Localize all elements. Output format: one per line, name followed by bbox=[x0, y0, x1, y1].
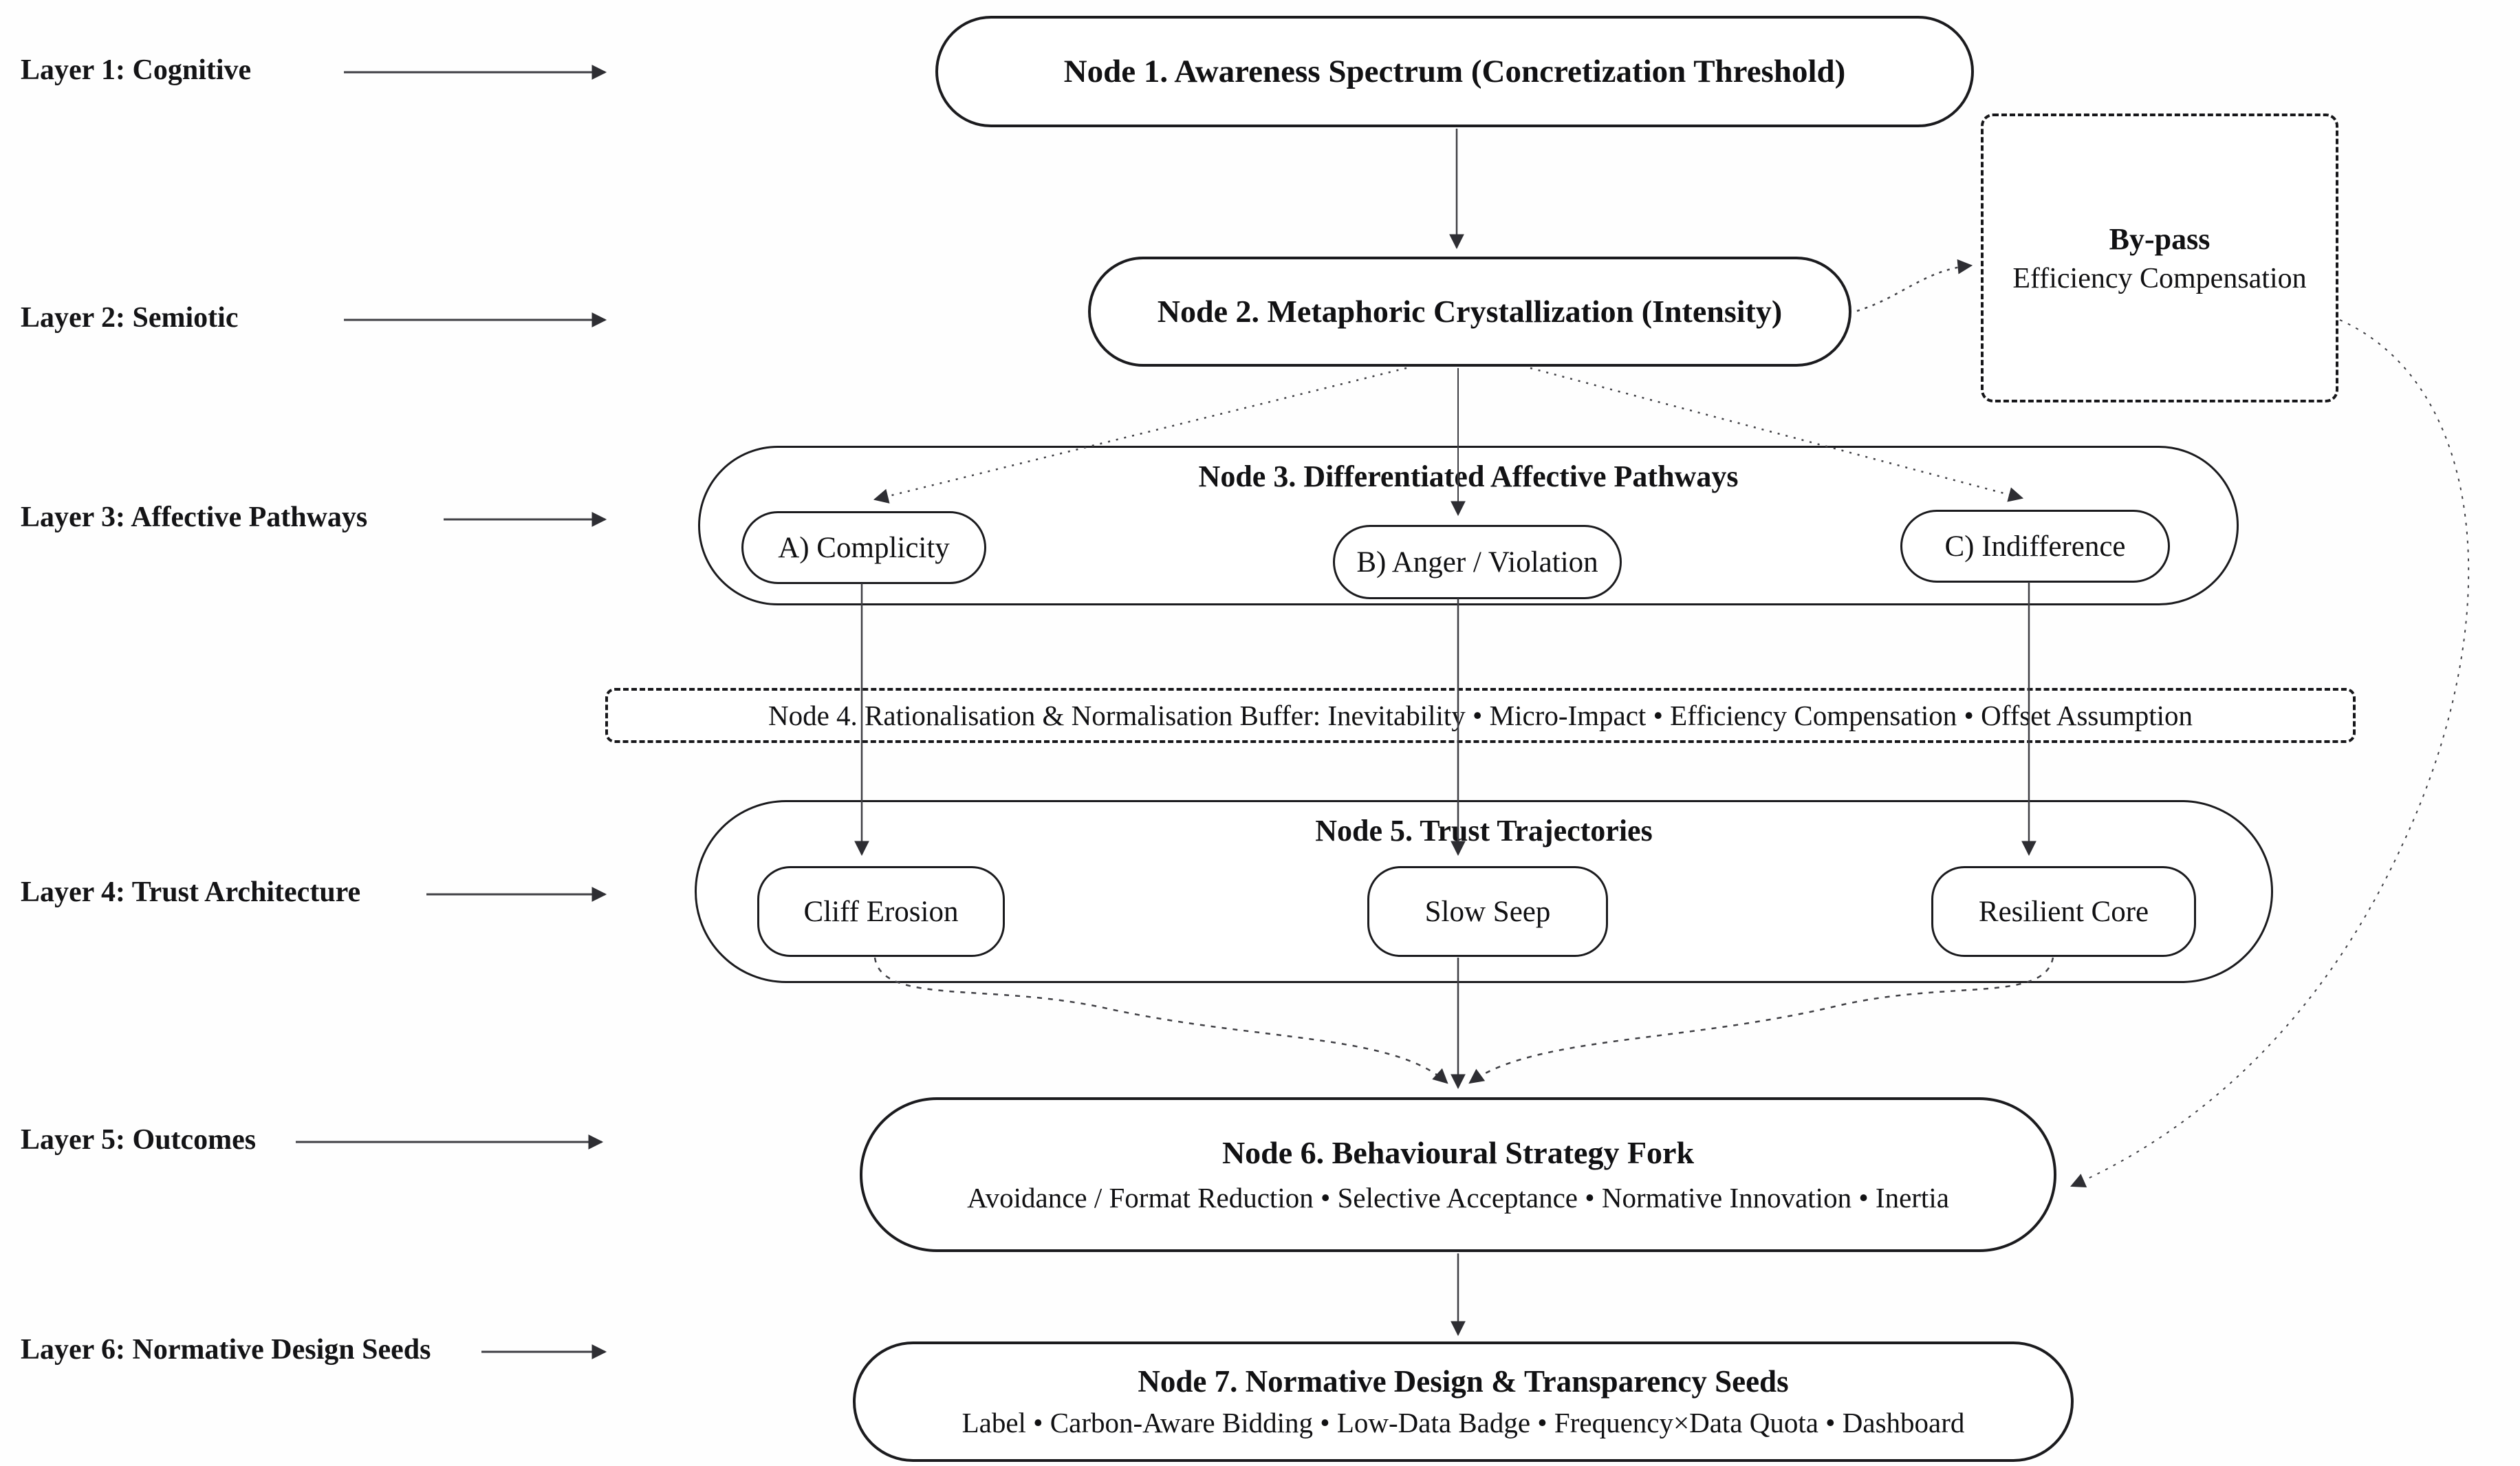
node7-normative-design-seeds: Node 7. Normative Design & Transparency … bbox=[853, 1341, 2074, 1462]
node7-title: Node 7. Normative Design & Transparency … bbox=[1138, 1363, 1789, 1399]
node2-metaphoric-crystallization: Node 2. Metaphoric Crystallization (Inte… bbox=[1088, 257, 1851, 367]
node4-title: Node 4. Rationalisation & Normalisation … bbox=[768, 700, 2193, 731]
node5-cliff-erosion: Cliff Erosion bbox=[757, 866, 1005, 957]
layer-label-4: Layer 4: Trust Architecture bbox=[21, 876, 361, 908]
node3a-complicity: A) Complicity bbox=[741, 511, 986, 584]
node3-affective-pathways: Node 3. Differentiated Affective Pathway… bbox=[698, 446, 2239, 605]
node5-title: Node 5. Trust Trajectories bbox=[1315, 814, 1653, 848]
node6-title: Node 6. Behavioural Strategy Fork bbox=[1221, 1135, 1695, 1171]
layer-label-1: Layer 1: Cognitive bbox=[21, 54, 252, 86]
bypass-box: By-pass Efficiency Compensation bbox=[1981, 114, 2338, 402]
node3b-anger-violation: B) Anger / Violation bbox=[1333, 525, 1622, 599]
node3-title: Node 3. Differentiated Affective Pathway… bbox=[1198, 460, 1739, 493]
node3c-indifference: C) Indifference bbox=[1900, 510, 2170, 583]
node4-rationalisation-buffer: Node 4. Rationalisation & Normalisation … bbox=[605, 688, 2356, 743]
node1-title: Node 1. Awareness Spectrum (Concretizati… bbox=[1063, 53, 1846, 89]
bypass-subtitle: Efficiency Compensation bbox=[2012, 262, 2307, 294]
node5-resilient-core: Resilient Core bbox=[1931, 866, 2196, 957]
node7-subtitle: Label • Carbon-Aware Bidding • Low-Data … bbox=[962, 1406, 1965, 1438]
layer-label-3: Layer 3: Affective Pathways bbox=[21, 502, 368, 533]
node1-awareness-spectrum: Node 1. Awareness Spectrum (Concretizati… bbox=[935, 16, 1974, 127]
layer-label-6: Layer 6: Normative Design Seeds bbox=[21, 1334, 431, 1366]
node5-trust-trajectories: Node 5. Trust Trajectories Cliff Erosion… bbox=[695, 800, 2273, 983]
edge-node2-bypass bbox=[1856, 259, 1973, 312]
node5-slow-seep: Slow Seep bbox=[1367, 866, 1608, 957]
node2-title: Node 2. Metaphoric Crystallization (Inte… bbox=[1157, 294, 1783, 330]
bypass-title: By-pass bbox=[2109, 222, 2211, 256]
node6-behavioural-strategy-fork: Node 6. Behavioural Strategy Fork Avoida… bbox=[860, 1097, 2056, 1252]
node6-subtitle: Avoidance / Format Reduction • Selective… bbox=[967, 1181, 1949, 1214]
layer-label-5: Layer 5: Outcomes bbox=[21, 1124, 257, 1156]
layer-label-2: Layer 2: Semiotic bbox=[21, 302, 239, 334]
